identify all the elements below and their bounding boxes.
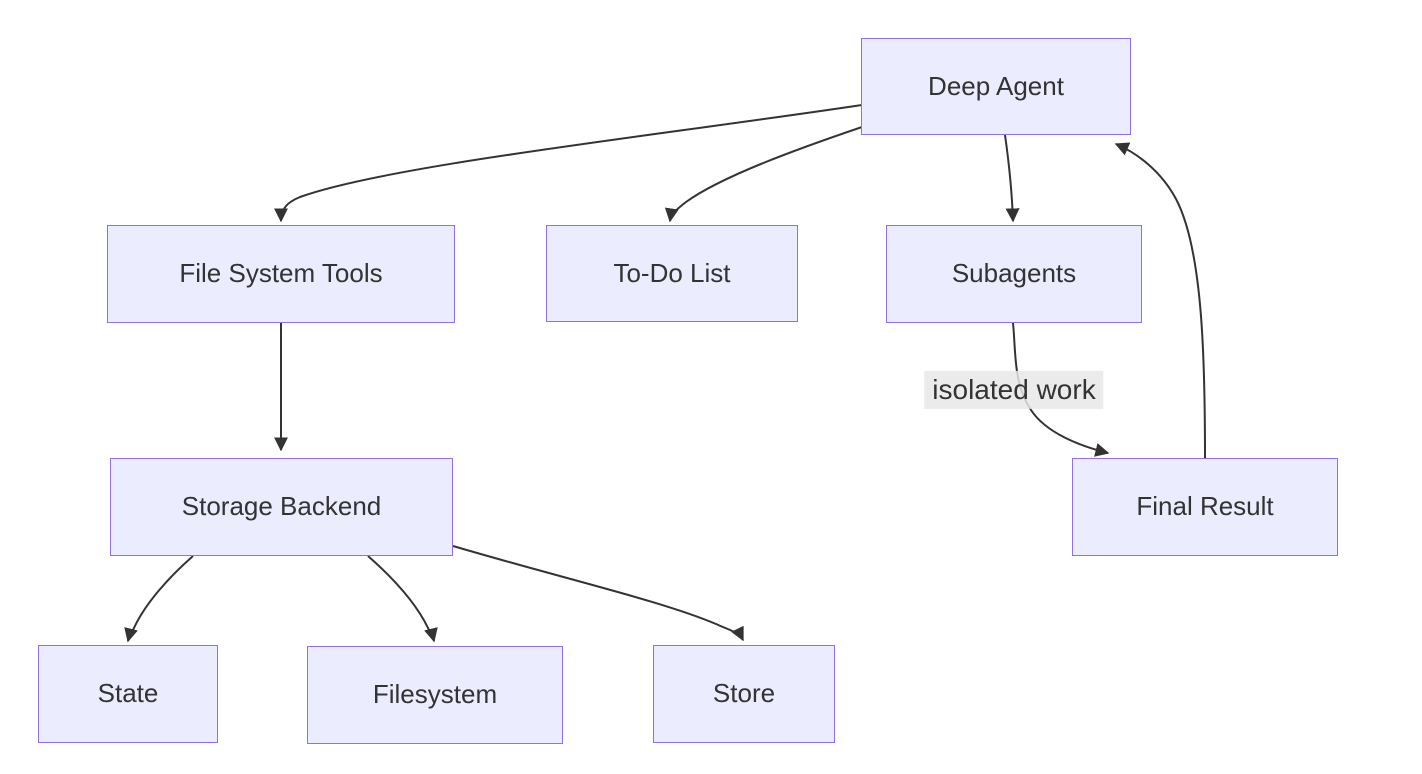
node-todo-list: To-Do List [546, 225, 798, 322]
edge-deep-agent-to-subagents [1004, 134, 1020, 223]
edge-storage-backend-to-state [124, 555, 194, 643]
edge-storage-backend-to-filesystem [367, 555, 438, 643]
edge-deep-agent-to-file-system-tools [274, 104, 863, 223]
node-final-result: Final Result [1072, 458, 1338, 556]
edge-deep-agent-to-todo-list [664, 126, 863, 223]
node-deep-agent: Deep Agent [861, 38, 1131, 135]
node-filesystem: Filesystem [307, 646, 563, 744]
node-file-system-tools: File System Tools [107, 225, 455, 323]
node-subagents: Subagents [886, 225, 1142, 323]
edge-label-isolated-work: isolated work [924, 370, 1104, 410]
node-store: Store [653, 645, 835, 743]
edge-storage-backend-to-store [452, 545, 744, 642]
edge-subagents-to-final-result [1012, 322, 1110, 457]
node-state: State [38, 645, 218, 743]
node-storage-backend: Storage Backend [110, 458, 453, 556]
edge-final-result-to-deep-agent [1114, 142, 1206, 459]
